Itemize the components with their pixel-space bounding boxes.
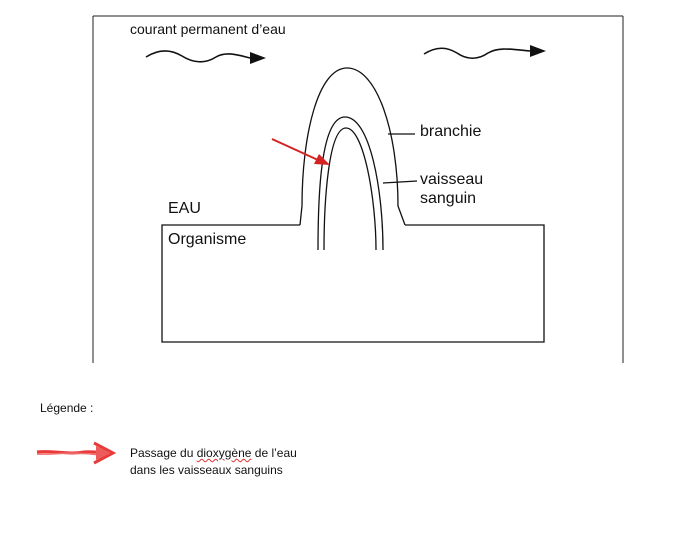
gill-label: branchie bbox=[420, 123, 482, 140]
legend-text-after: de l’eau dans les vaisseaux sanguins bbox=[130, 446, 297, 477]
blood-vessel-inner-wall bbox=[323, 127, 377, 251]
blood-vessel-label: vaisseau sanguin bbox=[420, 170, 483, 208]
legend-text-before: Passage du bbox=[130, 446, 197, 460]
vaisseau-pointer-line bbox=[382, 180, 418, 184]
organism-outline bbox=[161, 224, 545, 343]
blood-vessel-outer-wall bbox=[317, 116, 384, 251]
legend-text-flagged-word: dioxygène bbox=[196, 446, 252, 460]
wavy-arrow-icon-left bbox=[145, 50, 266, 64]
organism-label: Organisme bbox=[168, 231, 247, 248]
water-label: EAU bbox=[168, 200, 201, 217]
wavy-arrow-icon-right bbox=[423, 45, 546, 60]
gill-outline bbox=[299, 67, 406, 226]
blood-vessel-label-line2: sanguin bbox=[420, 190, 477, 207]
red-arrow-icon bbox=[271, 138, 330, 165]
red-hand-drawn-arrow-icon bbox=[36, 441, 117, 465]
blood-vessel-label-line1: vaisseau bbox=[420, 171, 484, 188]
legend-title: Légende : bbox=[40, 401, 94, 415]
water-current-label: courant permanent d’eau bbox=[130, 21, 286, 37]
legend-description: Passage du dioxygène de l’eau dans les v… bbox=[130, 445, 310, 479]
